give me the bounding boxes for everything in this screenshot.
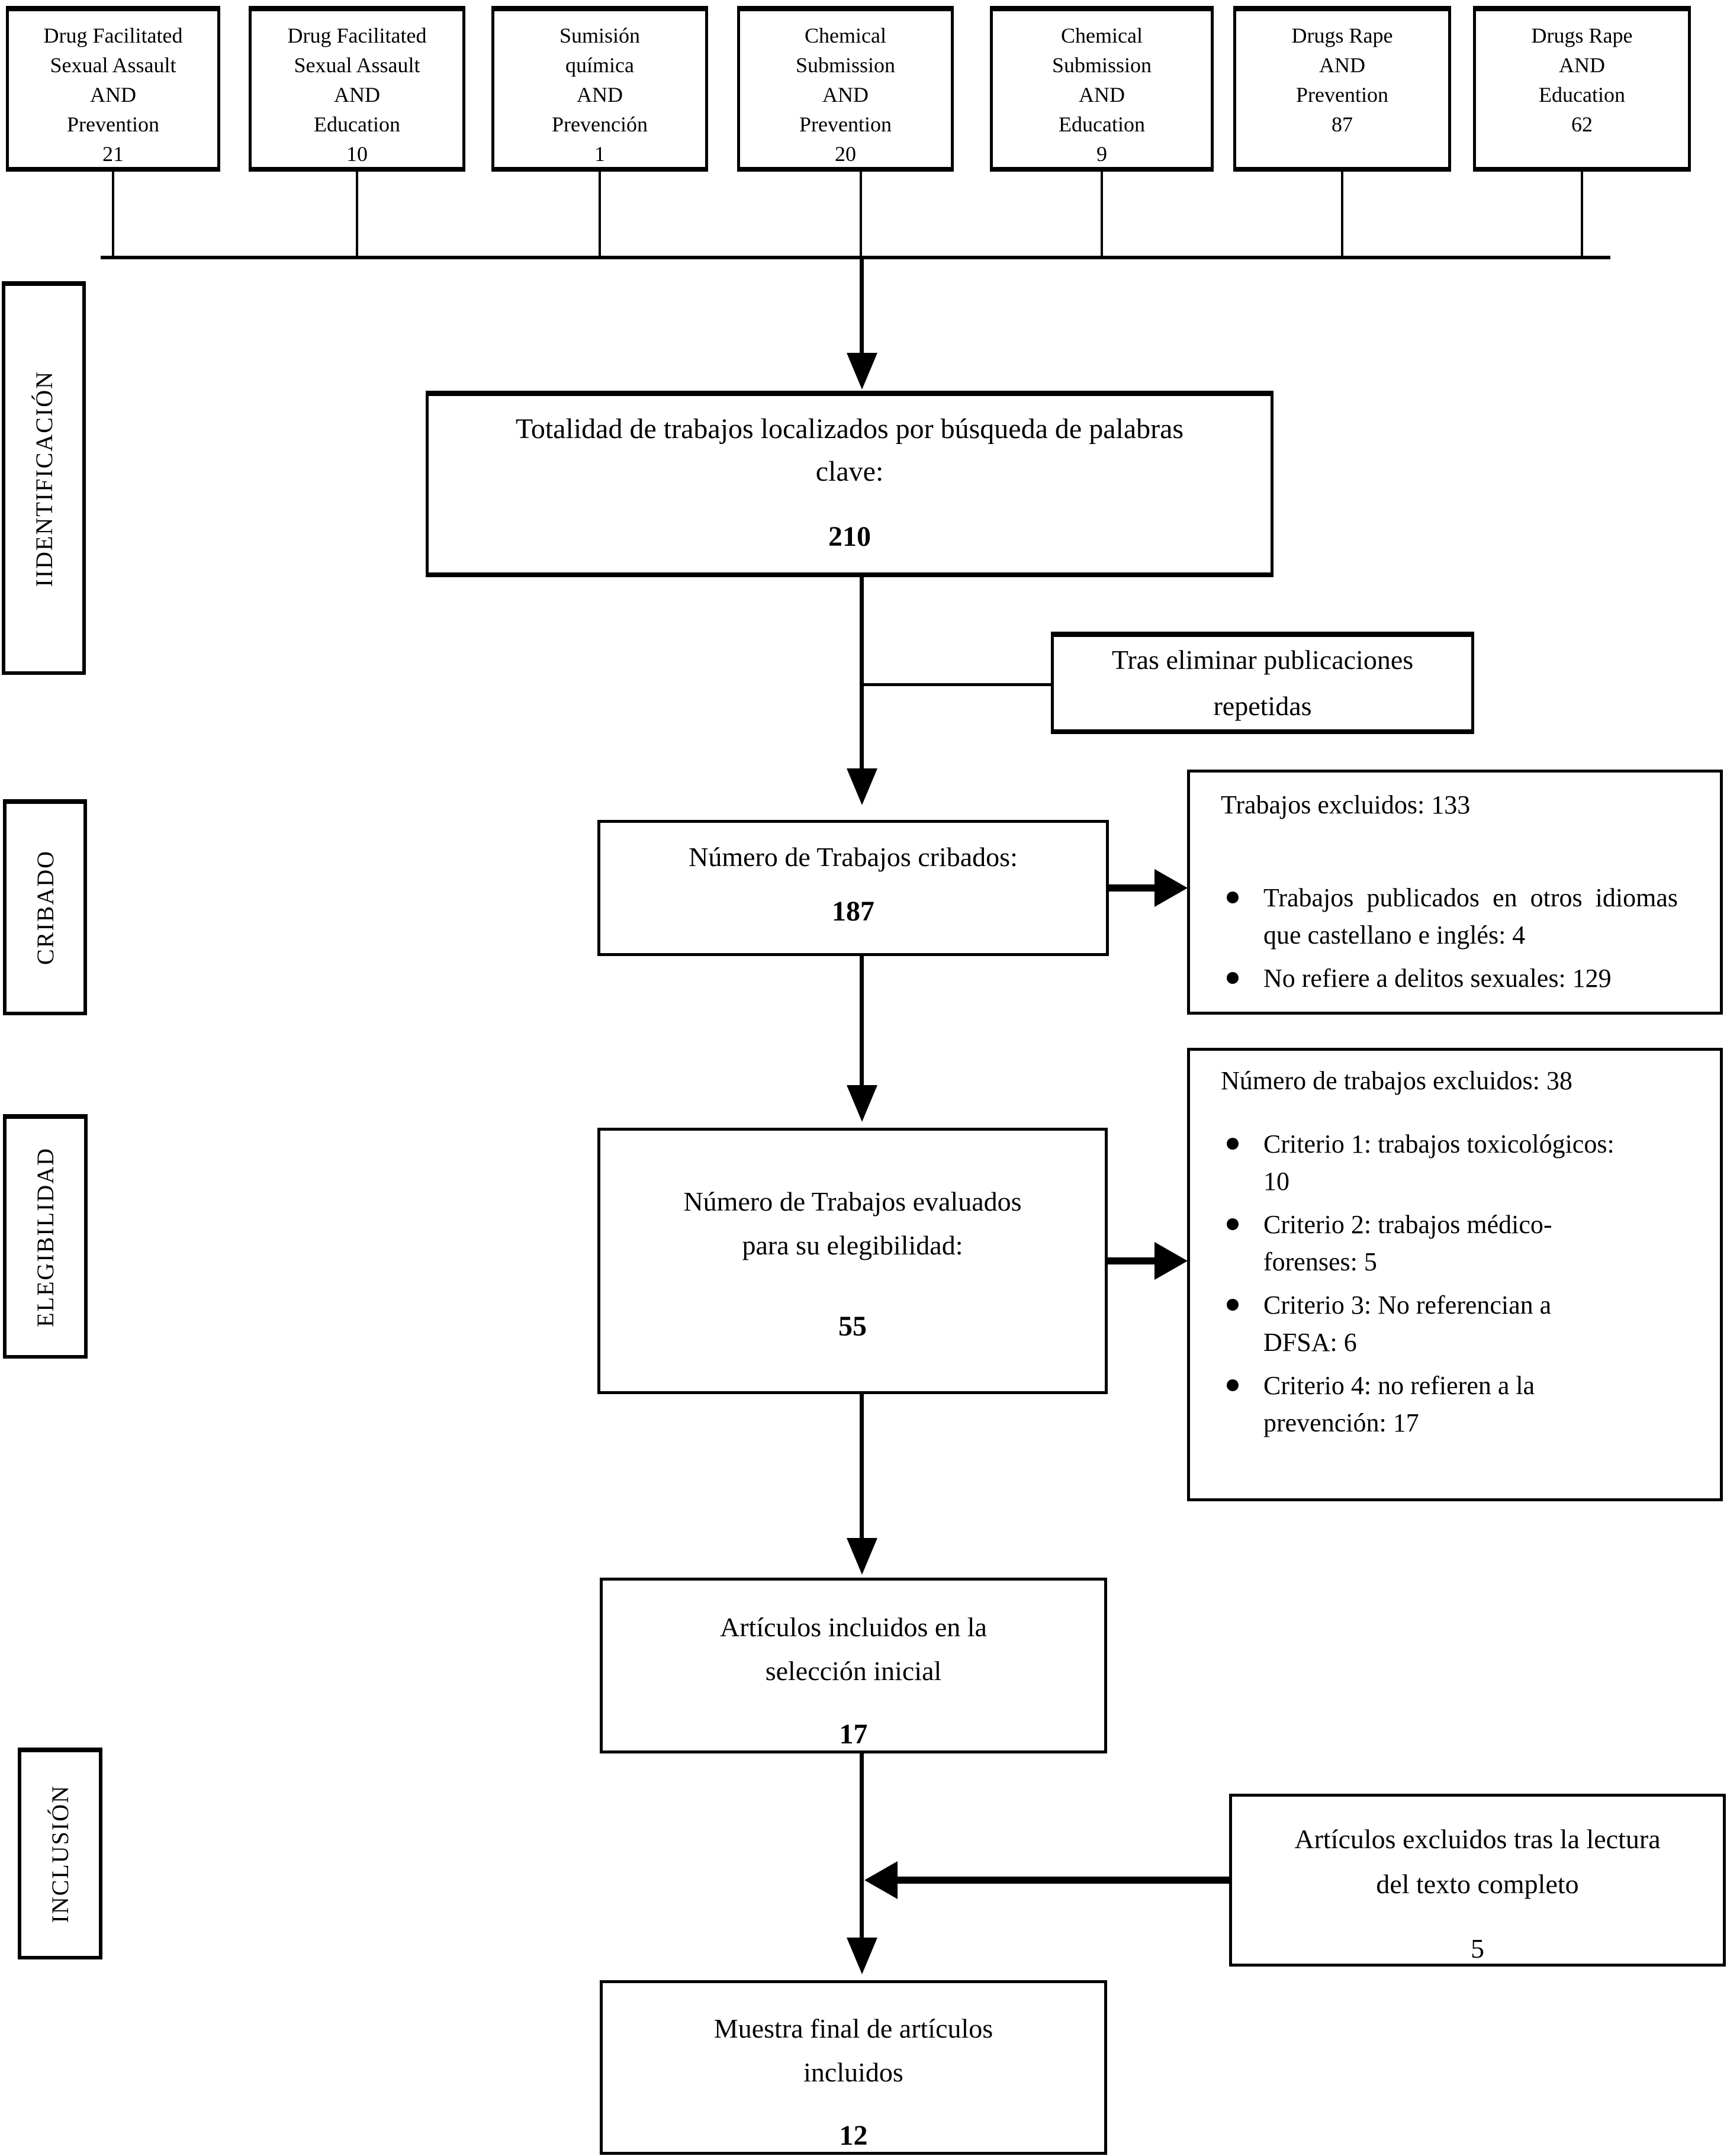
- stage-label-inclusion: INCLUSIÓN: [18, 1748, 102, 1959]
- list-item: Criterio 1: trabajos toxicológicos: 10: [1221, 1125, 1666, 1200]
- arrow-line-assessed: [860, 956, 864, 1087]
- search-box-dfsa-education: Drug Facilitated Sexual Assault AND Educ…: [249, 6, 465, 172]
- excluded-fulltext-box: Artículos excluidos tras la lectura del …: [1229, 1794, 1726, 1967]
- search-box-sumision-prevencion: Sumisión química AND Prevención 1: [491, 6, 708, 172]
- assessed-value: 55: [838, 1310, 867, 1342]
- list-item: Trabajos publicados en otros idiomas que…: [1221, 879, 1678, 954]
- search-box-dfsa-prevention: Drug Facilitated Sexual Assault AND Prev…: [6, 6, 220, 172]
- assessed-box: Número de Trabajos evaluados para su ele…: [597, 1128, 1108, 1394]
- search-box-text: Drugs Rape AND Education 62: [1531, 24, 1633, 136]
- connector-stub-6: [1341, 172, 1343, 256]
- list-item: Criterio 4: no refieren a la prevención:…: [1221, 1367, 1666, 1441]
- arrowhead-down-icon: [847, 1538, 877, 1575]
- search-box-chemsub-education: Chemical Submission AND Education 9: [990, 6, 1214, 172]
- excluded-eligibility-title: Número de trabajos excluidos: 38: [1221, 1066, 1572, 1095]
- excluded-screening-title: Trabajos excluidos: 133: [1221, 790, 1471, 819]
- final-sample-value: 12: [839, 2120, 868, 2151]
- stage-label-identification: IIDENTIFICACIÓN: [2, 281, 86, 675]
- duplicates-note-box: Tras eliminar publicaciones repetidas: [1051, 632, 1474, 734]
- initial-selection-value: 17: [839, 1719, 868, 1750]
- total-value: 210: [828, 521, 871, 552]
- arrow-line-screened: [860, 577, 864, 771]
- stage-label-text: CRIBADO: [31, 850, 59, 966]
- screened-box: Número de Trabajos cribados: 187: [597, 820, 1109, 956]
- arrowhead-down-icon: [847, 1085, 877, 1122]
- search-box-chemsub-prevention: Chemical Submission AND Prevention 20: [737, 6, 954, 172]
- connector-stub-2: [356, 172, 358, 256]
- connector-stub-4: [860, 172, 862, 256]
- final-sample-text: Muestra final de artículos incluidos: [713, 2013, 993, 2087]
- screened-value: 187: [832, 896, 874, 927]
- total-text: Totalidad de trabajos localizados por bú…: [515, 413, 1184, 487]
- connector-stub-1: [112, 172, 114, 256]
- arrowhead-down-icon: [847, 768, 877, 805]
- search-box-drugsrape-prevention: Drugs Rape AND Prevention 87: [1233, 6, 1451, 172]
- connector-stub-7: [1581, 172, 1583, 256]
- excluded-fulltext-value: 5: [1471, 1933, 1484, 1964]
- excluded-screening-box: Trabajos excluidos: 133 Trabajos publica…: [1187, 770, 1723, 1015]
- arrow-line-excluded-screening: [1109, 884, 1156, 892]
- duplicates-note-text: Tras eliminar publicaciones repetidas: [1111, 645, 1414, 721]
- arrowhead-right-icon: [1154, 1242, 1188, 1280]
- list-item: Criterio 2: trabajos médico- forenses: 5: [1221, 1206, 1666, 1280]
- search-box-text: Chemical Submission AND Education 9: [1051, 24, 1152, 166]
- search-box-text: Drug Facilitated Sexual Assault AND Educ…: [287, 24, 427, 166]
- arrow-line-fulltext-exclusion: [898, 1877, 1229, 1884]
- excluded-eligibility-list: Criterio 1: trabajos toxicológicos: 10 C…: [1221, 1125, 1696, 1441]
- arrow-line-excluded-eligibility: [1108, 1257, 1155, 1264]
- search-box-drugsrape-education: Drugs Rape AND Education 62: [1473, 6, 1691, 172]
- stage-label-text: IIDENTIFICACIÓN: [30, 370, 57, 587]
- assessed-text: Número de Trabajos evaluados para su ele…: [683, 1186, 1022, 1260]
- collector-line: [101, 256, 1610, 259]
- search-box-text: Sumisión química AND Prevención 1: [552, 24, 648, 166]
- initial-selection-text: Artículos incluidos en la selección inic…: [720, 1612, 987, 1686]
- arrowhead-down-icon: [847, 1938, 877, 1974]
- search-box-text: Chemical Submission AND Prevention 20: [795, 24, 896, 166]
- arrowhead-right-icon: [1154, 869, 1188, 907]
- arrowhead-down-icon: [847, 353, 877, 390]
- excluded-screening-list: Trabajos publicados en otros idiomas que…: [1221, 879, 1696, 997]
- initial-selection-box: Artículos incluidos en la selección inic…: [600, 1578, 1107, 1753]
- arrow-line-final: [860, 1753, 864, 1940]
- connector-stub-3: [599, 172, 601, 256]
- connector-stub-5: [1101, 172, 1103, 256]
- branch-line-duplicates: [864, 683, 1051, 686]
- search-box-text: Drug Facilitated Sexual Assault AND Prev…: [43, 24, 183, 166]
- excluded-eligibility-box: Número de trabajos excluidos: 38 Criteri…: [1187, 1048, 1723, 1501]
- total-box: Totalidad de trabajos localizados por bú…: [426, 391, 1273, 577]
- screened-text: Número de Trabajos cribados:: [689, 842, 1018, 872]
- final-sample-box: Muestra final de artículos incluidos 12: [600, 1980, 1107, 2155]
- arrow-line-initial-selection: [860, 1394, 864, 1539]
- stage-label-text: ELEGIBILIDAD: [32, 1147, 59, 1327]
- stage-label-eligibility: ELEGIBILIDAD: [3, 1114, 88, 1359]
- arrow-line-total: [860, 259, 864, 355]
- stage-label-text: INCLUSIÓN: [47, 1785, 73, 1923]
- search-box-text: Drugs Rape AND Prevention 87: [1291, 24, 1393, 136]
- list-item: No refiere a delitos sexuales: 129: [1221, 960, 1690, 997]
- list-item: Criterio 3: No referencian a DFSA: 6: [1221, 1286, 1666, 1361]
- stage-label-screening: CRIBADO: [3, 799, 87, 1015]
- excluded-fulltext-text: Artículos excluidos tras la lectura del …: [1294, 1824, 1661, 1899]
- arrowhead-left-icon: [864, 1861, 898, 1899]
